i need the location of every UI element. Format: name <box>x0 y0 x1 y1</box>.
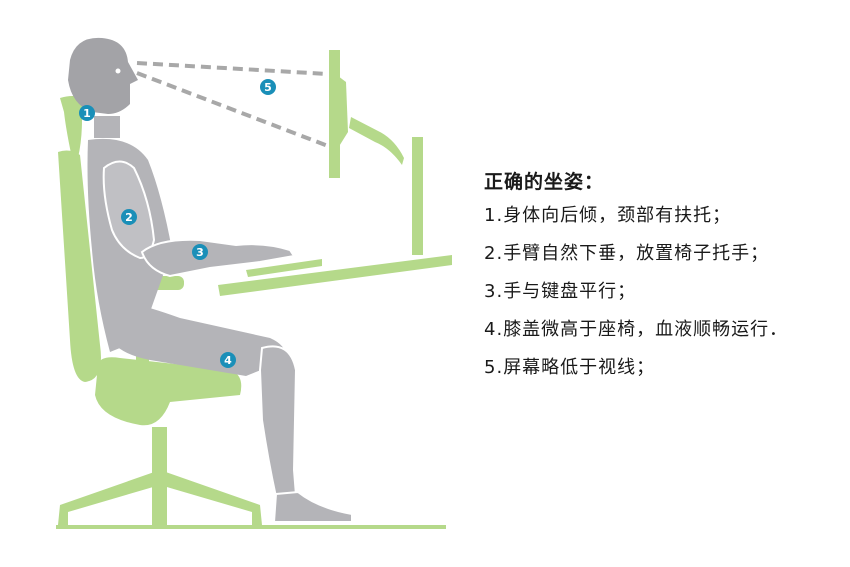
desk <box>218 255 452 296</box>
ergonomic-posture-illustration: 1 2 3 4 5 <box>56 37 452 529</box>
sightlines <box>136 61 329 148</box>
svg-text:5: 5 <box>264 81 272 94</box>
legend-item-3: 3.手与键盘平行； <box>484 281 637 302</box>
legend-item-2: 2.手臂自然下垂，放置椅子托手； <box>484 243 770 264</box>
svg-text:2: 2 <box>125 211 133 224</box>
marker-2: 2 <box>121 209 137 225</box>
svg-text:3: 3 <box>196 246 204 259</box>
marker-4: 4 <box>220 352 236 368</box>
svg-text:4: 4 <box>224 354 232 367</box>
marker-3: 3 <box>192 244 208 260</box>
legend-item-4: 4.膝盖微高于座椅，血液顺畅运行． <box>484 319 789 340</box>
floor-line <box>56 525 446 529</box>
svg-text:1: 1 <box>83 107 91 120</box>
person <box>68 37 353 523</box>
marker-1: 1 <box>79 105 95 121</box>
legend-title: 正确的坐姿： <box>484 171 605 193</box>
marker-5: 5 <box>260 79 276 95</box>
posture-legend: 正确的坐姿： 1.身体向后倾，颈部有扶托； 2.手臂自然下垂，放置椅子托手； 3… <box>484 168 850 396</box>
chair <box>58 96 262 527</box>
monitor <box>329 50 423 255</box>
legend-item-1: 1.身体向后倾，颈部有扶托； <box>484 205 732 226</box>
legend-item-5: 5.屏幕略低于视线； <box>484 357 656 378</box>
